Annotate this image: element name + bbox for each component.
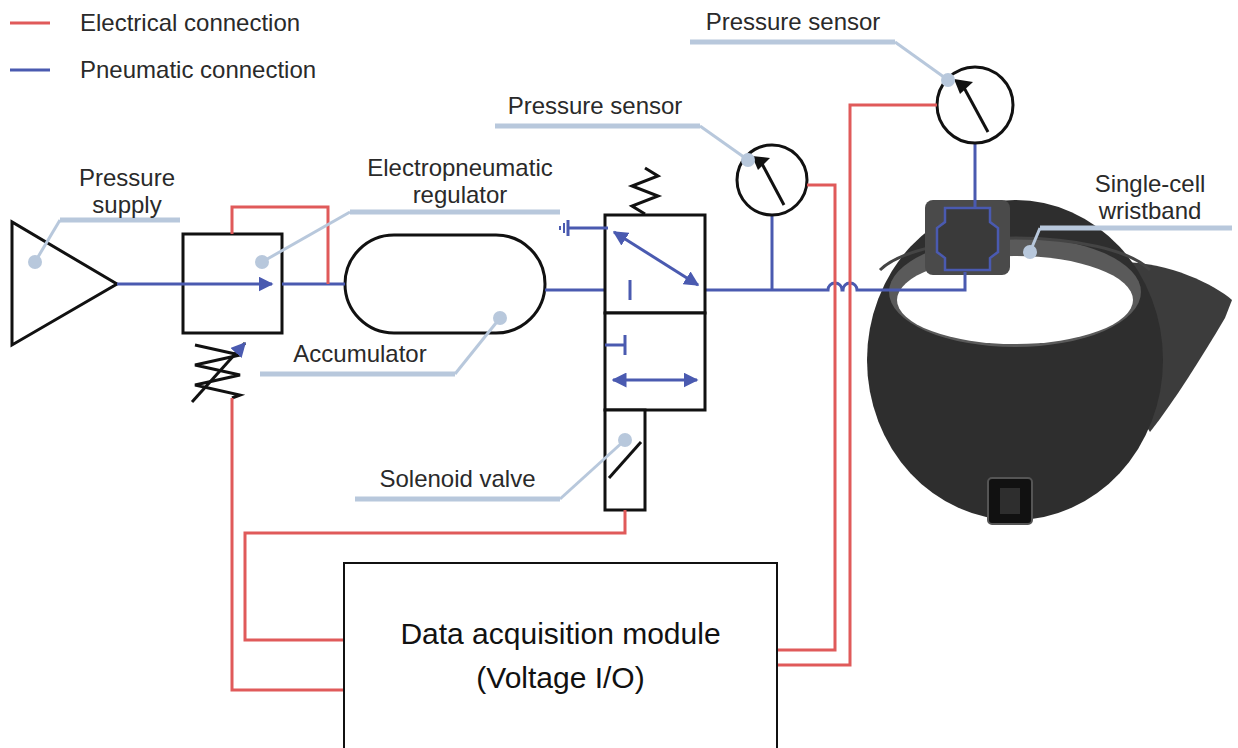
leader-dot: [741, 153, 755, 167]
pressure-supply-symbol: [12, 222, 117, 345]
valve-spring: [632, 168, 658, 214]
buckle-slot: [1000, 488, 1020, 514]
leader-dot: [493, 311, 507, 325]
callout-bar: [355, 497, 560, 502]
valve-position: [605, 313, 705, 410]
exhaust-symbol: [559, 226, 561, 230]
coil-mark: [609, 442, 641, 478]
module-box: Data acquisition module (Voltage I/O): [343, 562, 778, 748]
pneumatic-line: [282, 283, 345, 286]
leader-line: [35, 220, 60, 262]
sensor-needle: [760, 160, 784, 205]
callout-bar: [495, 124, 700, 129]
callout-label: Electropneumatic regulator: [355, 154, 565, 208]
adjust-arrow: [192, 343, 245, 402]
leader-line: [895, 42, 948, 80]
pneumatic-lines: [117, 143, 975, 290]
leader-dot: [255, 255, 269, 269]
wire: [778, 185, 835, 650]
pneumatic-line: [974, 143, 977, 208]
callout-label: Accumulator: [265, 340, 455, 367]
legend-swatch: [10, 55, 54, 85]
wire: [232, 398, 343, 690]
solenoid-coil: [605, 410, 645, 510]
air-cell: [937, 208, 998, 270]
sensor-needle: [962, 84, 988, 132]
exhaust-symbol: [567, 220, 570, 236]
wristband-housing: [925, 200, 1010, 275]
sensor-needle-head: [954, 79, 973, 94]
wire: [778, 105, 937, 665]
wire: [232, 207, 328, 284]
callout-label: Pressure sensor: [490, 92, 700, 119]
callout-bar: [690, 40, 895, 45]
legend-text: Pneumatic connection: [80, 55, 316, 85]
valve-position: [605, 215, 705, 313]
regulator-flow-arrow: [117, 283, 272, 286]
leader-dot: [941, 73, 955, 87]
legend-swatch: [10, 8, 54, 38]
callout-bar: [260, 372, 455, 377]
wristband-illustration: [867, 200, 1232, 524]
band-buckle: [988, 478, 1032, 524]
leader-dot: [1023, 245, 1037, 259]
blocked-port: [624, 335, 627, 355]
callout-label: Pressure sensor: [688, 8, 898, 35]
flow-arrow: [614, 232, 698, 285]
leader-line: [700, 126, 748, 160]
callout-bar: [60, 218, 180, 223]
callout-label: Solenoid valve: [360, 465, 555, 492]
blocked-port: [629, 280, 632, 300]
callout-leaders: [28, 42, 1232, 499]
pressure-sensor-symbol: [737, 145, 807, 215]
exhaust-symbol: [563, 223, 565, 233]
legend-text: Electrical connection: [80, 8, 300, 38]
callout-label: Pressure supply: [62, 164, 192, 218]
blocked-port: [605, 344, 625, 347]
leader-dot: [618, 433, 632, 447]
leader-line: [262, 212, 350, 262]
module-label: Data acquisition module (Voltage I/O): [371, 612, 751, 700]
band-loop: [867, 200, 1163, 520]
exhaust-port: [568, 227, 608, 230]
pneumatic-line: [771, 215, 774, 290]
callout-bar: [1040, 226, 1232, 231]
accumulator-symbol: [345, 235, 545, 333]
callout-bar: [350, 210, 560, 215]
sensor-dial: [937, 67, 1013, 143]
leader-line: [560, 440, 625, 499]
pressure-sensor-symbol: [937, 67, 1013, 143]
flow-arrow: [613, 379, 697, 382]
solenoid-valve-symbol: [560, 168, 705, 510]
callout-label: Single-cell wristband: [1070, 170, 1230, 224]
sensor-dial: [737, 145, 807, 215]
legend-line: [10, 22, 50, 25]
leader-dot: [28, 255, 42, 269]
band-edge: [880, 238, 1150, 270]
leader-line: [455, 318, 500, 374]
legend-line: [10, 69, 50, 72]
